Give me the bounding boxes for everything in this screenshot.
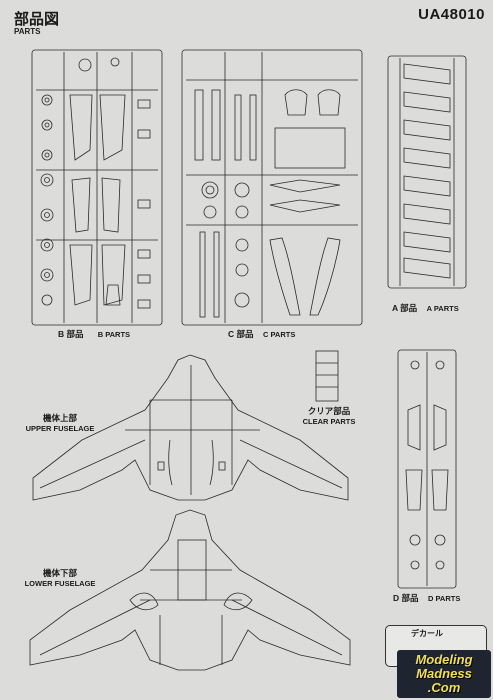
sprue-a-parts xyxy=(403,63,451,279)
upper-fuselage-label: 機体上部 UPPER FUSELAGE xyxy=(20,412,100,433)
sprue-a-label: A 部品 A PARTS xyxy=(392,302,459,314)
sprue-b-label-en: B PARTS xyxy=(97,330,131,339)
page-title: 部品図 xyxy=(14,11,60,28)
watermark-line2: Madness xyxy=(416,666,472,681)
upper-fuselage-label-jp: 機体上部 xyxy=(42,413,77,423)
sprue-a-label-en: A PARTS xyxy=(426,304,459,313)
lower-fuselage-label: 機体下部 LOWER FUSELAGE xyxy=(20,567,100,588)
kit-code: UA48010 xyxy=(418,6,485,23)
clear-parts-label: クリア部品 CLEAR PARTS xyxy=(300,405,358,426)
sprue-d-parts xyxy=(405,360,449,570)
sprue-a-frame xyxy=(387,55,467,289)
sprue-c-label-en: C PARTS xyxy=(262,330,296,339)
upper-fuselage-label-en: UPPER FUSELAGE xyxy=(25,424,95,433)
clear-parts-label-jp: クリア部品 xyxy=(307,406,351,416)
sprue-d-frame xyxy=(397,349,457,589)
page-subtitle: PARTS xyxy=(14,27,41,36)
sprue-b-label: B 部品 B PARTS xyxy=(58,328,130,340)
watermark-line3: .Com xyxy=(427,680,461,695)
sprue-c-label: C 部品 C PARTS xyxy=(228,328,295,340)
sprue-c-parts xyxy=(194,89,346,318)
sprue-d-label-en: D PARTS xyxy=(427,594,461,603)
sprue-c-label-jp: C 部品 xyxy=(228,329,254,339)
sprue-d-label-jp: D 部品 xyxy=(393,593,419,603)
sprue-d-label: D 部品 D PARTS xyxy=(393,592,460,604)
lower-fuselage-label-en: LOWER FUSELAGE xyxy=(24,579,96,588)
upper-fuselage-drawing xyxy=(32,354,349,501)
sprue-a-label-jp: A 部品 xyxy=(392,303,418,313)
sprue-b-frame xyxy=(31,49,163,326)
lower-fuselage-label-jp: 機体下部 xyxy=(42,568,77,578)
sprue-b-label-jp: B 部品 xyxy=(58,329,84,339)
watermark-line1: Modeling xyxy=(415,652,473,667)
decal-label: デカール xyxy=(411,629,443,638)
sprue-b-parts xyxy=(69,94,151,309)
watermark-logo: Modeling Madness .Com xyxy=(397,650,491,698)
clear-parts-drawing xyxy=(315,350,339,402)
clear-parts-label-en: CLEAR PARTS xyxy=(302,417,356,426)
sprue-c-frame xyxy=(181,49,363,326)
lower-fuselage-drawing xyxy=(29,509,351,671)
sprue-b-wheels xyxy=(40,57,120,306)
